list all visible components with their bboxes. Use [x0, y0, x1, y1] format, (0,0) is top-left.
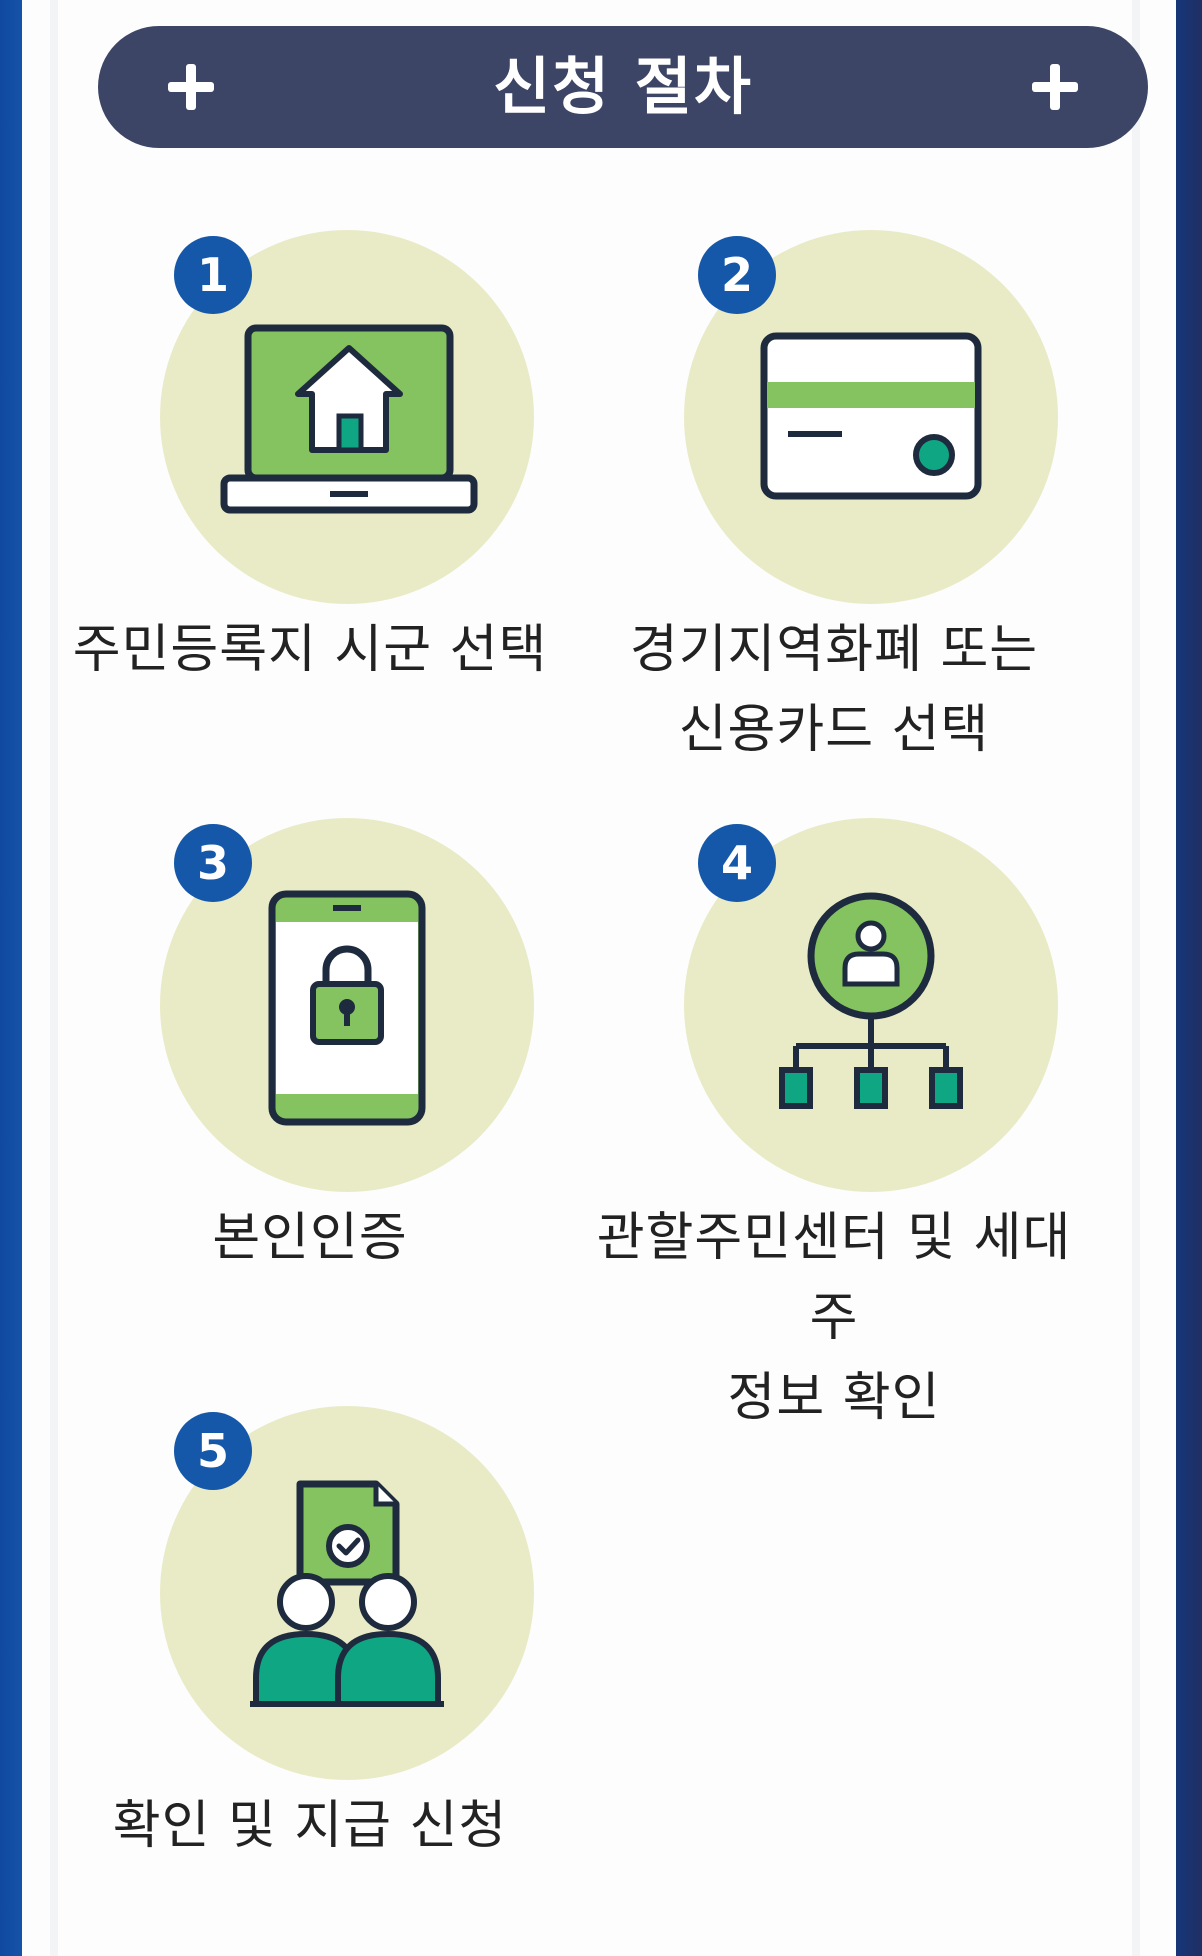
frame-left-border: [0, 0, 22, 1956]
users-document-check-icon: [250, 1480, 444, 1707]
step-number-badge: 2: [698, 236, 776, 314]
procedure-header[interactable]: 신청 절차: [98, 26, 1148, 148]
step-4: 4 관할주민센터 및 세대주 정보 확인: [574, 818, 1094, 1428]
step-1: 1 주민등록지 시군 선택: [50, 230, 570, 750]
panel-edge-right: [1132, 0, 1140, 1956]
step-number-badge: 1: [174, 236, 252, 314]
step-number-badge: 4: [698, 824, 776, 902]
step-label-line: 확인 및 지급 신청: [112, 1796, 508, 1856]
step-label-line: 경기지역화폐 또는: [629, 620, 1039, 680]
laptop-home-icon: [220, 324, 478, 514]
step-label-line: 신용카드 선택: [678, 700, 990, 760]
step-label: 관할주민센터 및 세대주 정보 확인: [574, 1198, 1094, 1438]
step-3: 3 본인인증: [50, 818, 570, 1338]
panel-edge-left: [50, 0, 58, 1956]
step-2: 2 경기지역화폐 또는 신용카드 선택: [574, 230, 1094, 760]
step-label: 경기지역화폐 또는 신용카드 선택: [574, 610, 1094, 770]
phone-lock-icon: [268, 890, 426, 1126]
step-label-line: 정보 확인: [727, 1368, 941, 1428]
step-label-line: 관할주민센터 및 세대주: [596, 1208, 1072, 1348]
step-number-badge: 3: [174, 824, 252, 902]
plus-icon[interactable]: [168, 64, 214, 110]
step-label-line: 주민등록지 시군 선택: [72, 620, 548, 680]
user-hierarchy-icon: [779, 892, 963, 1109]
step-number-badge: 5: [174, 1412, 252, 1490]
step-5: 5 확인 및 지급 신청: [50, 1406, 570, 1926]
step-label: 본인인증: [50, 1198, 570, 1278]
page-title: 신청 절차: [493, 50, 753, 123]
step-label: 주민등록지 시군 선택: [50, 610, 570, 690]
credit-card-icon: [760, 332, 982, 500]
step-label: 확인 및 지급 신청: [50, 1786, 570, 1866]
plus-icon[interactable]: [1032, 64, 1078, 110]
procedure-panel: 신청 절차 1 주민등록지 시군 선택 2 경기지역화폐 또는 신용: [22, 0, 1176, 1956]
step-label-line: 본인인증: [212, 1208, 408, 1268]
frame-right-border: [1176, 0, 1202, 1956]
